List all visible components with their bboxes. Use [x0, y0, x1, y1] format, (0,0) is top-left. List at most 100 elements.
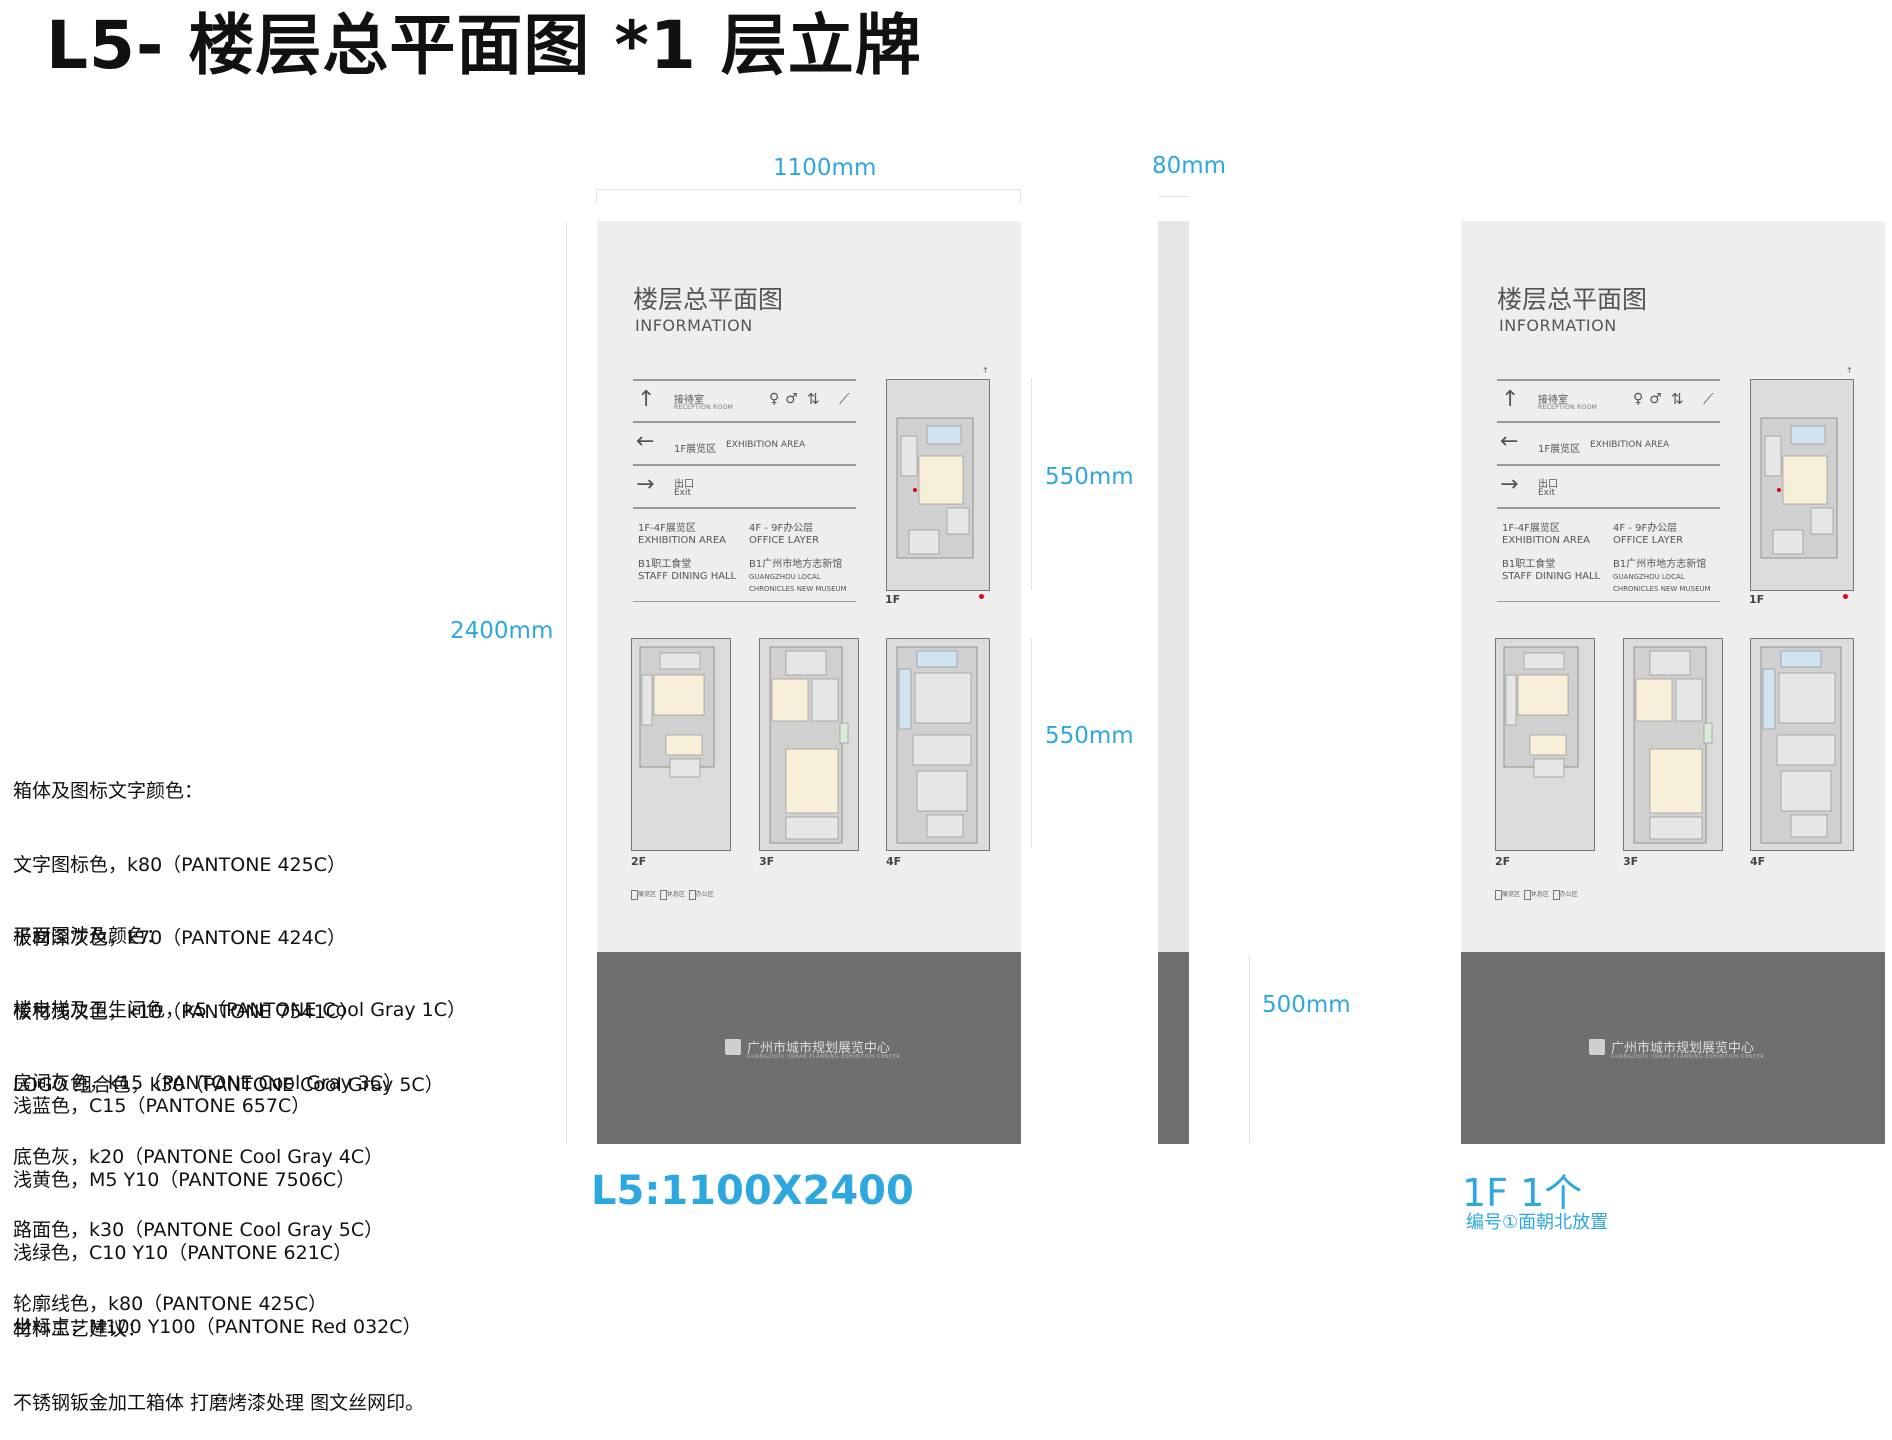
- box-color-line: 板材浅灰色，k10（PANTONE 7541C）: [13, 1000, 359, 1023]
- location-marker-icon: [1843, 594, 1848, 599]
- plan-colors-spec: 平面图涉及颜色： 楼电梯及卫生间色，k5（PANTONE Cool Gray 1…: [13, 875, 466, 1341]
- width-dim-tick-left: [596, 189, 597, 203]
- material-spec: 材料工艺建议： 不锈钢钣金加工箱体 打磨烤漆处理 图文丝网印。: [13, 1268, 424, 1440]
- base-dim-line: [1249, 955, 1250, 1143]
- material-text: 不锈钢钣金加工箱体 打磨烤漆处理 图文丝网印。: [13, 1391, 425, 1414]
- box-color-line: LOGO 组合色，k30（PANTONE Cool Gray 5C）: [13, 1074, 444, 1096]
- sign-base: [597, 952, 1021, 1144]
- arrow-up-icon: ↑: [1501, 387, 1520, 412]
- direction-cn: 接待室: [674, 395, 704, 406]
- page-title: L5- 楼层总平面图 *1 层立牌: [46, 7, 922, 84]
- logo-icon: [725, 1039, 741, 1055]
- logo-icon: [1589, 1039, 1605, 1055]
- floor-label: 2F: [1495, 855, 1511, 868]
- escalator-icon: ⟋: [1703, 390, 1714, 408]
- arrow-left-icon: ←: [1500, 429, 1519, 454]
- sign-placement-view: 楼层总平面图 INFORMATION ↑ 接待室 RECEPTION ROOM …: [1461, 221, 1885, 1144]
- floor-label: 3F: [759, 855, 775, 868]
- escalator-icon: ⟋: [839, 390, 850, 408]
- divider: [633, 421, 856, 423]
- floor-label: 1F: [885, 593, 901, 606]
- floor-label: 4F: [1750, 855, 1766, 868]
- depth-dimension: 80mm: [1152, 153, 1227, 179]
- floor-map-2f: [1495, 638, 1595, 851]
- width-dim-tick-right: [1020, 189, 1021, 203]
- direction-cn: 出口: [1538, 479, 1558, 490]
- accent-colors-spec: 浅蓝色，C15（PANTONE 657C） 浅黄色，M5 Y10（PANTONE…: [13, 1045, 422, 1364]
- floor-map-4f: [886, 638, 990, 851]
- box-colors-heading: 箱体及图标文字颜色：: [13, 780, 204, 802]
- map-top-dimension: 550mm: [1045, 464, 1134, 490]
- direction-en: EXHIBITION AREA: [1590, 440, 1670, 450]
- restroom-icon: ♀♂: [1633, 391, 1668, 407]
- divider: [633, 507, 856, 509]
- arrow-right-icon: →: [1500, 472, 1519, 497]
- plan-color-line: 底色灰，k20（PANTONE Cool Gray 4C）: [13, 1145, 384, 1168]
- floor-map-4f: [1750, 638, 1854, 851]
- elevator-icon: ⇅: [807, 390, 820, 408]
- accent-color-line: 浅黄色，M5 Y10（PANTONE 7506C）: [13, 1168, 356, 1191]
- material-heading: 材料工艺建议：: [13, 1318, 147, 1340]
- divider: [633, 601, 856, 602]
- arrow-left-icon: ←: [636, 429, 655, 454]
- divider: [1497, 464, 1720, 466]
- placement-count-caption: 1F 1个: [1462, 1171, 1583, 1215]
- height-dim-line: [566, 222, 567, 1144]
- divider: [1497, 421, 1720, 423]
- floor-map-3f: [1623, 638, 1723, 851]
- arrow-up-icon: ↑: [637, 387, 656, 412]
- sign-title-en: INFORMATION: [635, 316, 753, 335]
- direction-en: RECEPTION ROOM: [674, 404, 734, 411]
- side-view-panel: [1158, 221, 1189, 952]
- sign-size-caption: L5:1100X2400: [591, 1168, 914, 1214]
- height-dimension: 2400mm: [450, 618, 554, 644]
- depth-dim-line: [1158, 196, 1189, 197]
- direction-en: EXHIBITION AREA: [726, 440, 806, 450]
- map-legend: 展览区 休息区 办公区: [631, 889, 714, 900]
- logo-text-cn: 广州市城市规划展览中心: [1611, 1041, 1755, 1056]
- divider: [1497, 601, 1720, 602]
- divider: [633, 379, 856, 381]
- map-top-dim-line: [1031, 378, 1032, 590]
- plan-color-line: 轮廓线色，k80（PANTONE 425C）: [13, 1292, 327, 1315]
- direction-cn: 接待室: [1538, 395, 1568, 406]
- direction-cn: 1F展览区: [674, 444, 717, 455]
- legend-swatch: [1495, 889, 1502, 900]
- floor-label: 4F: [886, 855, 902, 868]
- legend-swatch: [1552, 889, 1560, 900]
- logo-text-en: GUANGZHOU URBAN PLANNING EXHIBITION CENT…: [747, 1054, 901, 1060]
- plan-color-line: 路面色，k30（PANTONE Cool Gray 5C）: [13, 1219, 384, 1241]
- direction-cn: 1F展览区: [1538, 444, 1581, 455]
- width-dim-line: [596, 189, 1020, 190]
- divider: [1497, 379, 1720, 381]
- sign-front-view: 楼层总平面图 INFORMATION ↑ 接待室 RECEPTION ROOM …: [597, 221, 1021, 1144]
- floor-map-1f: [886, 379, 990, 591]
- floor-map-1f: [1750, 379, 1854, 591]
- direction-en: Exit: [1538, 488, 1556, 498]
- location-marker-icon: [979, 594, 984, 599]
- plan-color-line: 房间灰色，k15（PANTONE Cool Gray 3C）: [13, 1072, 403, 1094]
- logo-text-cn: 广州市城市规划展览中心: [747, 1041, 891, 1056]
- floor-map-2f: [631, 638, 731, 851]
- side-view-base: [1158, 952, 1189, 1144]
- legend-swatch: [659, 889, 667, 900]
- direction-en: Exit: [674, 488, 692, 498]
- map-bottom-dimension: 550mm: [1045, 723, 1134, 749]
- north-arrow-icon: ↑: [982, 366, 989, 375]
- plan-color-line: 楼电梯及卫生间色，k5（PANTONE Cool Gray 1C）: [13, 998, 467, 1021]
- direction-cn: 出口: [674, 479, 694, 490]
- plan-colors-heading: 平面图涉及颜色：: [13, 925, 166, 947]
- legend-swatch: [1523, 889, 1531, 900]
- north-arrow-icon: ↑: [1846, 366, 1853, 375]
- box-color-line: 板材深灰色，k70（PANTONE 424C）: [13, 927, 346, 949]
- restroom-icon: ♀♂: [769, 391, 804, 407]
- divider: [633, 464, 856, 466]
- placement-orientation-caption: 编号①面朝北放置: [1466, 1212, 1609, 1233]
- elevator-icon: ⇅: [1671, 390, 1684, 408]
- map-bottom-dim-line: [1031, 638, 1032, 848]
